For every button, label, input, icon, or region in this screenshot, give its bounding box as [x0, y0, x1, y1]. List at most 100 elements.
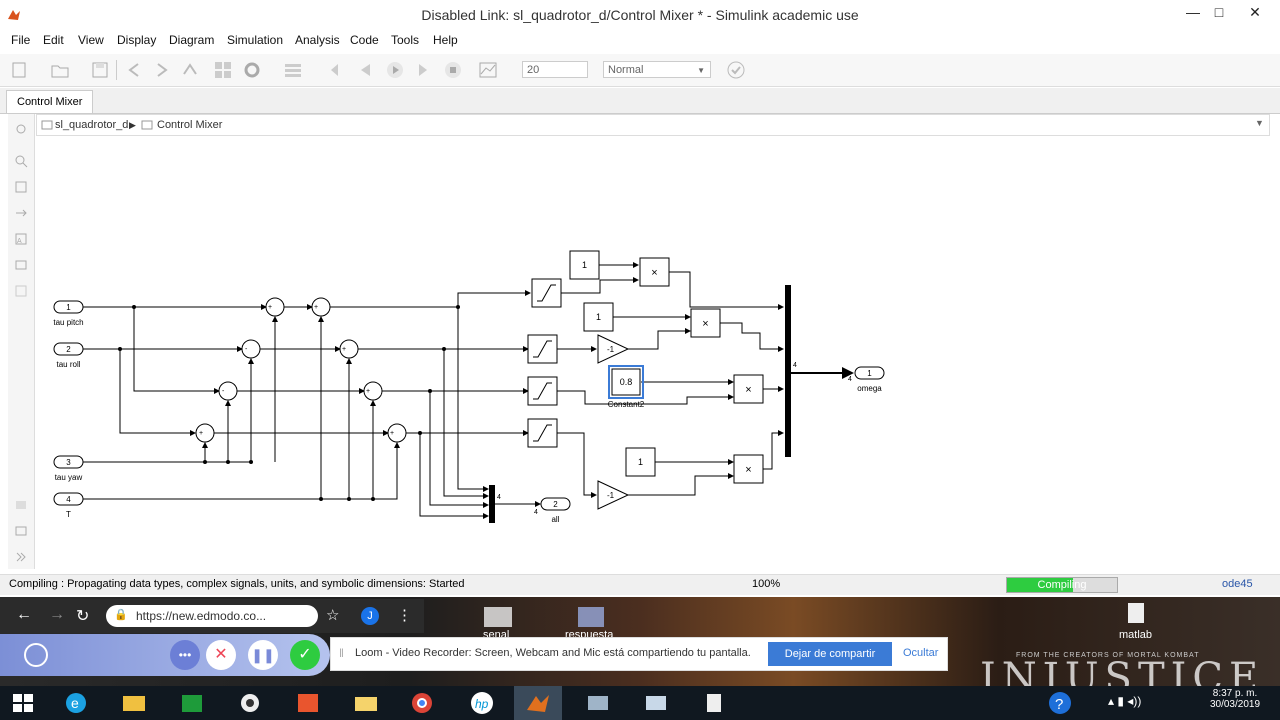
- gain-block[interactable]: -1: [597, 480, 630, 510]
- sum-block[interactable]: [241, 339, 261, 359]
- mux-block[interactable]: 4: [785, 285, 797, 457]
- saturation-block[interactable]: [527, 334, 558, 364]
- hide-show-icon[interactable]: [14, 122, 28, 136]
- menu-help[interactable]: Help: [433, 33, 458, 47]
- hp-icon[interactable]: hp: [468, 690, 496, 716]
- fit-to-view-icon[interactable]: [14, 180, 28, 194]
- chevron-down-icon[interactable]: ▼: [1255, 118, 1264, 128]
- internet-explorer-icon[interactable]: e: [62, 690, 90, 716]
- saturation-block[interactable]: [527, 376, 558, 406]
- mux-block[interactable]: 4: [489, 485, 501, 523]
- forward-icon[interactable]: [152, 60, 172, 80]
- windows-start-icon[interactable]: [9, 690, 37, 716]
- simulink-taskbar-icon[interactable]: [584, 690, 612, 716]
- library-browser-icon[interactable]: [213, 60, 233, 80]
- sum-block[interactable]: [339, 339, 359, 359]
- menu-view[interactable]: View: [78, 33, 104, 47]
- product-block[interactable]: ×: [639, 257, 670, 287]
- new-model-icon[interactable]: [10, 60, 30, 80]
- close-button[interactable]: ✕: [1249, 4, 1261, 20]
- back-icon[interactable]: [124, 60, 144, 80]
- maximize-button[interactable]: □: [1214, 4, 1224, 20]
- up-icon[interactable]: [180, 60, 200, 80]
- menu-simulation[interactable]: Simulation: [227, 33, 284, 47]
- inport-t[interactable]: 4T: [53, 492, 84, 519]
- url-bar[interactable]: 🔒 https://new.edmodo.co...: [106, 605, 318, 627]
- paint-icon[interactable]: [294, 690, 322, 716]
- step-back-single-icon[interactable]: [356, 60, 376, 80]
- screenshot-icon[interactable]: [14, 524, 28, 538]
- sum-block[interactable]: [195, 423, 215, 443]
- run-icon[interactable]: [385, 60, 405, 80]
- star-icon[interactable]: ☆: [326, 607, 340, 624]
- menu-analysis[interactable]: Analysis: [295, 33, 340, 47]
- desktop-icon-matlab[interactable]: [1128, 603, 1144, 623]
- zoom-icon[interactable]: [14, 154, 28, 168]
- annotation-icon[interactable]: A: [14, 232, 28, 246]
- stop-icon[interactable]: [443, 60, 463, 80]
- product-block[interactable]: ×: [690, 308, 721, 338]
- saturation-block[interactable]: [531, 278, 562, 308]
- sum-block[interactable]: [387, 423, 407, 443]
- reload-icon[interactable]: ↻: [76, 608, 90, 625]
- image-icon[interactable]: [14, 258, 28, 272]
- minimize-button[interactable]: —: [1186, 4, 1200, 20]
- scope-icon[interactable]: [478, 60, 498, 80]
- camera-app-icon[interactable]: [236, 690, 264, 716]
- matlab-icon[interactable]: [524, 690, 552, 716]
- desktop-icon-senal[interactable]: [484, 607, 512, 627]
- menu-diagram[interactable]: Diagram: [169, 33, 215, 47]
- menu-code[interactable]: Code: [350, 33, 379, 47]
- back-arrow-icon[interactable]: ←: [16, 606, 32, 623]
- clock[interactable]: 8:37 p. m. 30/03/2019: [1206, 688, 1264, 710]
- sum-block[interactable]: [218, 381, 238, 401]
- forward-arrow-icon[interactable]: →: [49, 606, 65, 623]
- saturation-block[interactable]: [527, 418, 558, 448]
- help-icon[interactable]: ?: [1046, 690, 1074, 716]
- tab-control-mixer[interactable]: Control Mixer: [6, 90, 94, 113]
- step-forward-icon[interactable]: [413, 60, 433, 80]
- model-browser-icon[interactable]: [14, 498, 28, 512]
- constant-block[interactable]: 1: [569, 250, 600, 280]
- step-back-icon[interactable]: [328, 60, 348, 80]
- sum-block[interactable]: [311, 297, 331, 317]
- more-menu-icon[interactable]: ⋮: [397, 607, 412, 624]
- finish-recording-icon[interactable]: ✓: [290, 640, 320, 670]
- chat-icon[interactable]: •••: [170, 640, 200, 670]
- sum-block[interactable]: [265, 297, 285, 317]
- avatar[interactable]: J: [361, 607, 379, 625]
- product-block[interactable]: ×: [733, 454, 764, 484]
- menu-edit[interactable]: Edit: [43, 33, 64, 47]
- document-icon[interactable]: [700, 690, 728, 716]
- tray-icons[interactable]: ▴ ▮ ◂)): [1108, 694, 1142, 708]
- solver-label[interactable]: ode45: [1222, 578, 1253, 590]
- breadcrumb-subsystem[interactable]: Control Mixer: [157, 119, 223, 131]
- sum-block[interactable]: [363, 381, 383, 401]
- explorer-icon[interactable]: [283, 60, 303, 80]
- folder-icon[interactable]: [352, 690, 380, 716]
- cancel-recording-icon[interactable]: ✕: [206, 640, 236, 670]
- product-block[interactable]: ×: [733, 374, 764, 404]
- model-advisor-icon[interactable]: [726, 60, 746, 80]
- chrome-icon[interactable]: [408, 690, 436, 716]
- arrow-icon[interactable]: [14, 206, 28, 220]
- simulation-mode-select[interactable]: Normal ▼: [603, 61, 711, 78]
- desktop-icon-respuesta[interactable]: [578, 607, 604, 627]
- drag-handle-icon[interactable]: ‖: [339, 646, 344, 660]
- constant-block[interactable]: 1: [625, 447, 656, 477]
- scope-window-icon[interactable]: [642, 690, 670, 716]
- expand-icon[interactable]: [14, 550, 28, 564]
- area-icon[interactable]: [14, 284, 28, 298]
- menu-display[interactable]: Display: [117, 33, 157, 47]
- stop-sharing-button[interactable]: Dejar de compartir: [768, 642, 892, 666]
- gain-block[interactable]: -1: [597, 334, 630, 364]
- save-icon[interactable]: [90, 60, 110, 80]
- menu-tools[interactable]: Tools: [391, 33, 420, 47]
